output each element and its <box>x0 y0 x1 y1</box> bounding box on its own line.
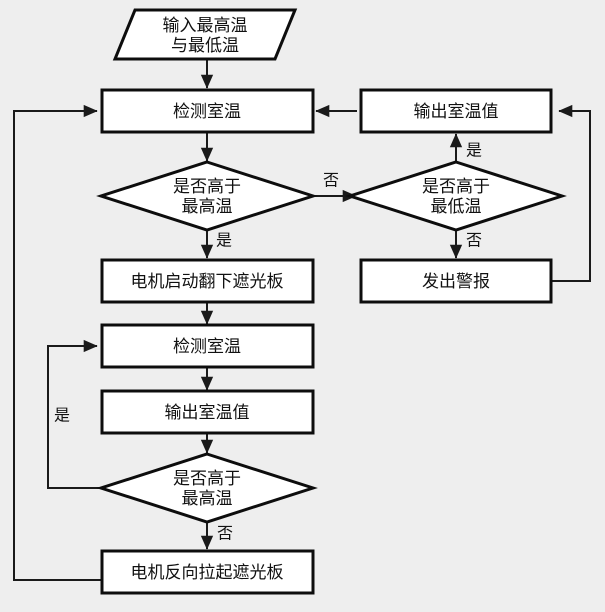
decision-above-max-1-line2: 最高温 <box>182 197 233 217</box>
decision-above-min-diamond <box>345 160 567 232</box>
output-temp-2-label: 输出室温值 <box>165 403 250 423</box>
node-output-temp-1[interactable]: 输出室温值 <box>359 88 553 134</box>
node-output-temp-2[interactable]: 输出室温值 <box>100 389 315 435</box>
motor-lower-shade-label: 电机启动翻下遮光板 <box>131 272 284 292</box>
decision-above-max-2-diamond <box>96 452 318 524</box>
output-temp-1-label: 输出室温值 <box>414 102 499 122</box>
edge-motor-raise-to-detect1-loop <box>13 104 102 581</box>
node-decision-above-max-1[interactable]: 是否高于 最高温 <box>96 160 318 232</box>
edge-label-max2-no: 否 <box>217 524 233 543</box>
issue-alarm-box <box>359 258 553 304</box>
detect-temp-1-box <box>100 88 315 134</box>
output-temp-2-box <box>100 389 315 435</box>
detect-temp-1-label: 检测室温 <box>173 102 241 122</box>
edge-label-min-yes: 是 <box>466 141 482 160</box>
node-detect-temp-2[interactable]: 检测室温 <box>100 323 315 369</box>
edge-decision-max2-yes-loop-to-detect2 <box>47 339 101 489</box>
node-detect-temp-1[interactable]: 检测室温 <box>100 88 315 134</box>
detect-temp-2-label: 检测室温 <box>173 337 241 357</box>
node-motor-lower-shade[interactable]: 电机启动翻下遮光板 <box>100 258 315 304</box>
detect-temp-2-box <box>100 323 315 369</box>
node-issue-alarm[interactable]: 发出警报 <box>359 258 553 304</box>
decision-above-max-1-line1: 是否高于 <box>173 177 241 197</box>
motor-raise-shade-box <box>100 549 315 595</box>
edge-label-min-no: 否 <box>466 231 482 250</box>
input-temps-line1: 输入最高温 <box>163 16 248 36</box>
node-motor-raise-shade[interactable]: 电机反向拉起遮光板 <box>100 549 315 595</box>
decision-above-max-2-line2: 最高温 <box>182 489 233 509</box>
node-decision-above-min[interactable]: 是否高于 最低温 <box>345 160 567 232</box>
edge-labels-layer: 否 是 是 否 是 否 <box>54 141 482 543</box>
edge-label-max2-yes: 是 <box>54 406 70 425</box>
motor-raise-shade-label: 电机反向拉起遮光板 <box>131 563 284 583</box>
edge-alarm-to-output1-loop <box>551 104 591 282</box>
node-decision-above-max-2[interactable]: 是否高于 最高温 <box>96 452 318 524</box>
decision-above-max-1-diamond <box>96 160 318 232</box>
input-temps-line2: 与最低温 <box>171 36 239 56</box>
edge-label-max1-yes: 是 <box>216 231 232 250</box>
edge-label-max1-no: 否 <box>323 171 339 190</box>
decision-above-max-2-line1: 是否高于 <box>173 469 241 489</box>
issue-alarm-label: 发出警报 <box>422 272 490 292</box>
decision-above-min-line2: 最低温 <box>431 197 482 217</box>
motor-lower-shade-box <box>100 258 315 304</box>
decision-above-min-line1: 是否高于 <box>422 177 490 197</box>
edges-layer <box>13 60 591 581</box>
nodes-layer: 输入最高温 与最低温 检测室温 输出室温值 是否高于 最高温 <box>96 8 567 595</box>
output-temp-1-box <box>359 88 553 134</box>
input-parallelogram-shape <box>112 8 298 61</box>
node-input-temps[interactable]: 输入最高温 与最低温 <box>112 8 298 61</box>
